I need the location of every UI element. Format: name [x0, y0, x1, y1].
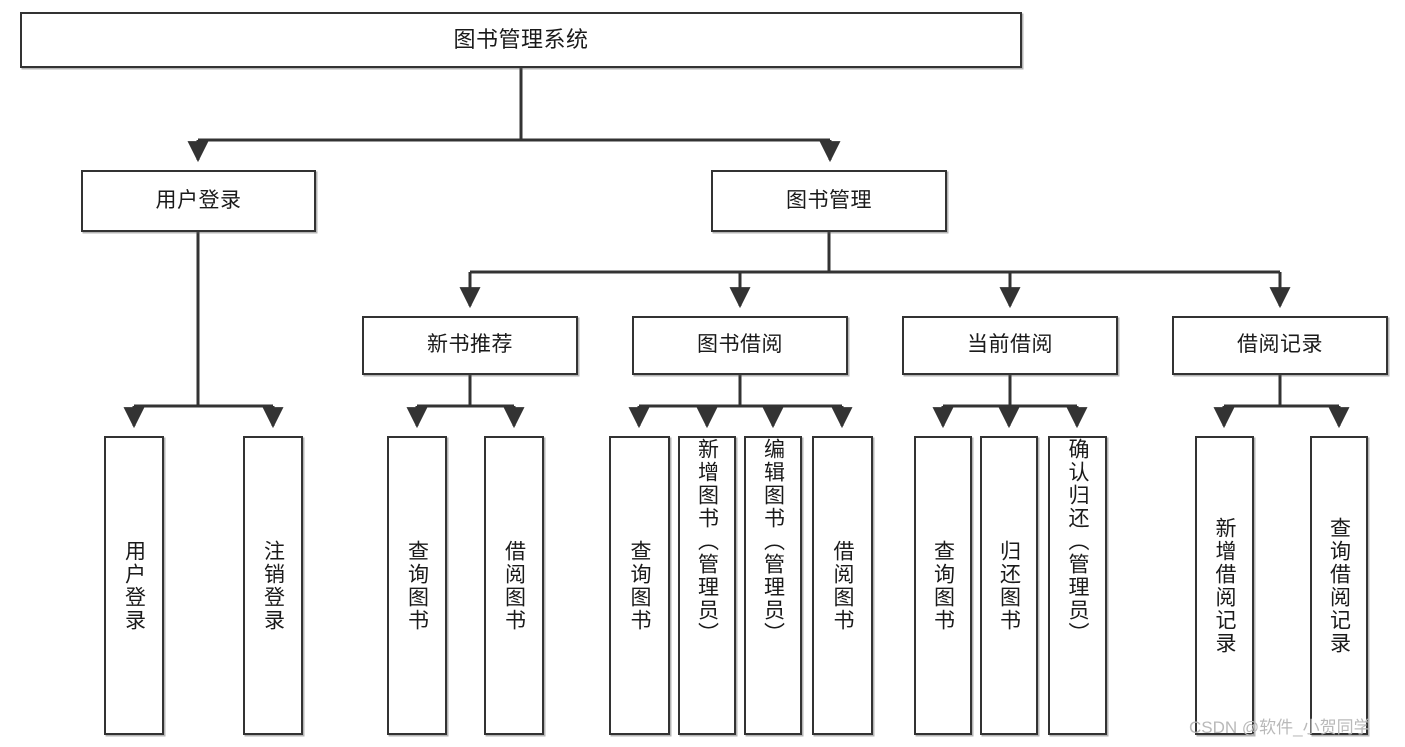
- node-leaf-query-book-borrow-label: 查询图书: [628, 539, 651, 632]
- node-leaf-add-book[interactable]: 新增图书（管理员）: [678, 436, 736, 735]
- node-leaf-return-book-label: 归还图书: [997, 539, 1021, 632]
- node-current-borrow-label: 当前借阅: [967, 333, 1053, 357]
- node-book-management[interactable]: 图书管理: [711, 170, 947, 232]
- node-leaf-query-book-recommend-label: 查询图书: [405, 539, 429, 632]
- node-leaf-query-borrow-record[interactable]: 查询借阅记录: [1310, 436, 1368, 735]
- node-new-book-recommend[interactable]: 新书推荐: [362, 316, 578, 375]
- node-borrow-record-label: 借阅记录: [1237, 333, 1323, 357]
- node-leaf-user-login-label: 用户登录: [122, 539, 146, 632]
- node-leaf-query-book-current[interactable]: 查询图书: [914, 436, 972, 735]
- node-leaf-borrow-book-recommend[interactable]: 借阅图书: [484, 436, 544, 735]
- node-current-borrow[interactable]: 当前借阅: [902, 316, 1118, 375]
- node-root-label: 图书管理系统: [453, 27, 589, 53]
- node-leaf-add-book-label: 新增图书（管理员）: [695, 438, 719, 645]
- node-leaf-query-book-recommend[interactable]: 查询图书: [387, 436, 447, 735]
- node-leaf-query-book-current-label: 查询图书: [931, 539, 955, 632]
- node-borrow-record[interactable]: 借阅记录: [1172, 316, 1388, 375]
- node-leaf-borrow-book-recommend-label: 借阅图书: [502, 539, 526, 632]
- node-book-borrow-label: 图书借阅: [697, 333, 783, 357]
- node-leaf-borrow-book[interactable]: 借阅图书: [812, 436, 873, 735]
- node-leaf-edit-book[interactable]: 编辑图书（管理员）: [744, 436, 802, 735]
- node-leaf-return-book[interactable]: 归还图书: [980, 436, 1038, 735]
- node-leaf-add-borrow-record[interactable]: 新增借阅记录: [1195, 436, 1254, 735]
- node-leaf-edit-book-label: 编辑图书（管理员）: [761, 438, 785, 645]
- node-book-management-label: 图书管理: [786, 188, 872, 212]
- node-leaf-query-borrow-record-label: 查询借阅记录: [1327, 516, 1351, 655]
- node-user-login[interactable]: 用户登录: [81, 170, 316, 232]
- node-leaf-query-book-borrow[interactable]: 查询图书: [609, 436, 670, 735]
- node-user-login-label: 用户登录: [155, 188, 242, 212]
- node-leaf-confirm-return[interactable]: 确认归还（管理员）: [1048, 436, 1107, 735]
- csdn-watermark: CSDN @软件_小贺同学: [1189, 718, 1371, 737]
- node-leaf-logout[interactable]: 注销登录: [243, 436, 303, 735]
- node-root[interactable]: 图书管理系统: [20, 12, 1022, 68]
- node-new-book-recommend-label: 新书推荐: [427, 333, 513, 357]
- node-leaf-confirm-return-label: 确认归还（管理员）: [1066, 438, 1089, 645]
- node-leaf-add-borrow-record-label: 新增借阅记录: [1213, 516, 1236, 655]
- node-leaf-user-login[interactable]: 用户登录: [104, 436, 164, 735]
- node-leaf-borrow-book-label: 借阅图书: [831, 539, 854, 632]
- node-book-borrow[interactable]: 图书借阅: [632, 316, 848, 375]
- node-leaf-logout-label: 注销登录: [261, 539, 285, 632]
